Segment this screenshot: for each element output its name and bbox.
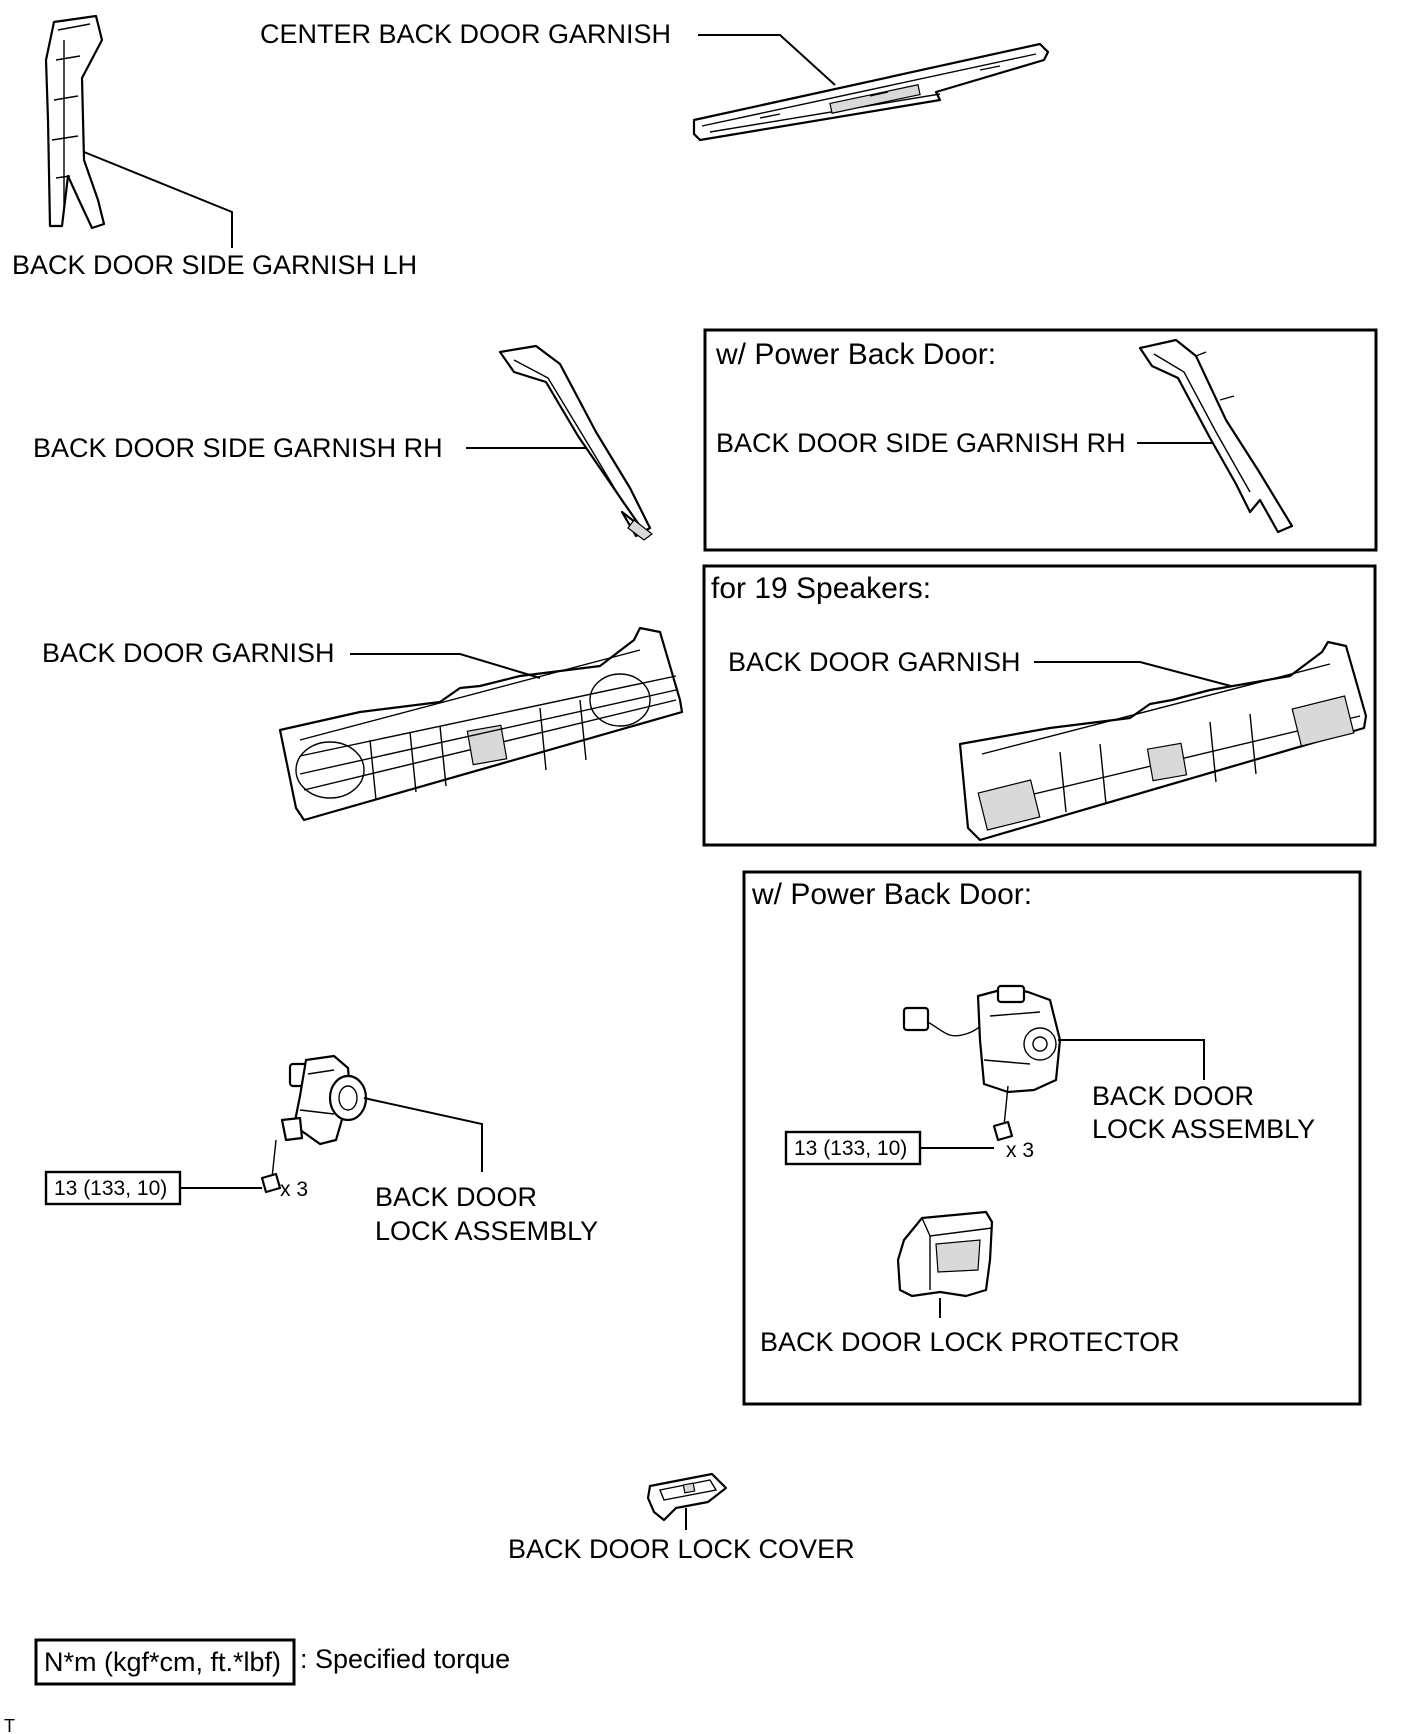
power-back-door-lock-assembly-part [902, 984, 1062, 1142]
torque-legend-unit: N*m (kgf*cm, ft.*lbf) [44, 1647, 281, 1677]
lock-torque-value: 13 (133, 10) [54, 1177, 167, 1200]
back-door-garnish-leader [350, 653, 541, 679]
back-door-side-garnish-rh-part [498, 344, 653, 541]
power-back-door-lock-box-title: w/ Power Back Door: [751, 878, 1032, 911]
power-back-door-lock-box [742, 870, 1362, 1406]
back-door-side-garnish-lh-label: BACK DOOR SIDE GARNISH LH [12, 250, 417, 280]
lock-torque-count: x 3 [280, 1178, 308, 1201]
power-back-door-side-garnish-part [1138, 338, 1294, 534]
back-door-lock-assembly-label-line1: BACK DOOR [375, 1182, 537, 1212]
power-back-door-side-box [703, 328, 1378, 552]
power-lock-torque-value: 13 (133, 10) [794, 1137, 907, 1160]
torque-legend-description: : Specified torque [300, 1644, 510, 1674]
speakers-back-door-garnish-label: BACK DOOR GARNISH [728, 647, 1021, 677]
power-back-door-side-garnish-label: BACK DOOR SIDE GARNISH RH [716, 428, 1126, 458]
back-door-side-garnish-rh-label: BACK DOOR SIDE GARNISH RH [33, 433, 443, 463]
center-back-door-garnish-leader [698, 34, 836, 86]
back-door-lock-protector-label: BACK DOOR LOCK PROTECTOR [760, 1327, 1180, 1357]
speakers-back-door-garnish-part [958, 640, 1368, 842]
back-door-lock-cover-label: BACK DOOR LOCK COVER [508, 1534, 855, 1564]
back-door-lock-assembly-part [260, 1054, 368, 1194]
center-back-door-garnish-label: CENTER BACK DOOR GARNISH [260, 19, 671, 49]
power-back-door-lock-assembly-label-line1: BACK DOOR [1092, 1081, 1254, 1111]
power-back-door-lock-assembly-leader [1058, 1039, 1205, 1080]
back-door-side-garnish-lh-part [44, 14, 106, 230]
back-door-garnish-label: BACK DOOR GARNISH [42, 638, 335, 668]
footer-mark: T [4, 1716, 15, 1734]
power-lock-torque-count: x 3 [1006, 1139, 1034, 1162]
torque-legend-box [34, 1638, 296, 1686]
back-door-lock-protector-part [896, 1210, 994, 1298]
back-door-lock-assembly-label-line2: LOCK ASSEMBLY [375, 1216, 598, 1246]
back-door-lock-cover-part [646, 1472, 728, 1522]
back-door-lock-assembly-leader [363, 1097, 483, 1172]
power-back-door-side-box-title: w/ Power Back Door: [715, 338, 996, 371]
for-19-speakers-box-title: for 19 Speakers: [711, 572, 931, 605]
speakers-back-door-garnish-leader [1034, 661, 1247, 691]
power-back-door-lock-assembly-label-line2: LOCK ASSEMBLY [1092, 1114, 1315, 1144]
back-door-side-garnish-lh-leader [83, 151, 233, 248]
center-back-door-garnish-part [692, 42, 1050, 142]
back-door-garnish-part [278, 626, 684, 822]
for-19-speakers-box [702, 564, 1377, 847]
